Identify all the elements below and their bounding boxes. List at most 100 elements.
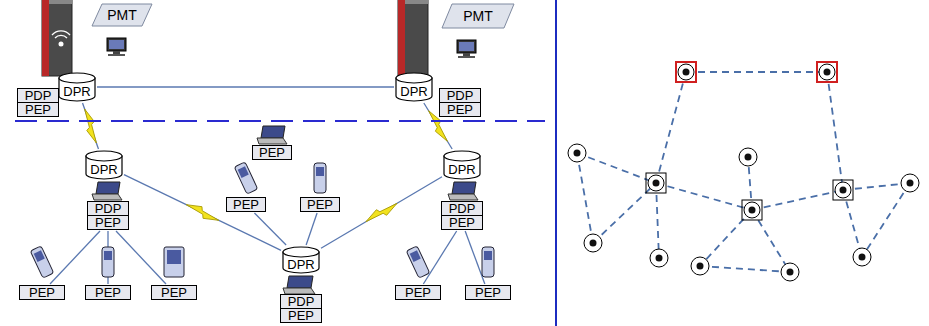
repository-cylinder: DPR xyxy=(395,72,433,102)
graph-vertices-part xyxy=(901,174,919,192)
node-label: PEP xyxy=(307,198,333,211)
server-tower-part xyxy=(405,0,428,4)
node-label: PMT xyxy=(463,9,493,23)
link-line xyxy=(423,231,456,284)
graph-edges-part xyxy=(752,210,790,272)
node-label: PMT xyxy=(107,8,137,22)
graph-edges-part xyxy=(593,183,656,243)
cylinder-top xyxy=(59,73,95,83)
policy-box: PEP xyxy=(226,197,266,212)
phone-icon-part xyxy=(102,247,114,277)
node-label: PEP xyxy=(259,146,285,159)
vertex-dots-part xyxy=(574,150,581,157)
graph-vertices-part xyxy=(835,182,851,198)
repository-cylinder: DPR xyxy=(443,150,481,180)
graph-vertices-part xyxy=(568,144,586,162)
laptop-icon-part xyxy=(261,126,285,138)
cylinder-top xyxy=(86,151,122,161)
server-tower-part xyxy=(52,31,70,38)
monitor-icon-part xyxy=(459,42,474,51)
policy-box: PEP xyxy=(395,285,441,300)
vertex-dots-part xyxy=(824,69,831,76)
node-label: PEP xyxy=(288,309,314,322)
vertex-dots-part xyxy=(590,240,597,247)
link-line xyxy=(116,231,166,284)
graph-vertices-part xyxy=(853,248,871,266)
wireless-link xyxy=(80,103,101,149)
vertex-dots xyxy=(574,69,914,276)
parallelogram-shape xyxy=(442,4,514,28)
tool-label: PMT xyxy=(441,3,515,29)
cylinder-top xyxy=(396,73,432,83)
policy-box: PEP xyxy=(17,102,59,117)
laptop-icon-part xyxy=(257,138,287,144)
link-line xyxy=(306,213,317,245)
phone-icon-part xyxy=(410,250,421,262)
phone-icon xyxy=(30,246,54,278)
policy-box: PEP xyxy=(19,285,65,300)
graph-edges-part xyxy=(656,72,686,183)
node-label: DPR xyxy=(448,163,475,176)
cylinder-top xyxy=(283,247,319,257)
phone-icon xyxy=(314,163,326,193)
laptop-icon xyxy=(257,126,287,144)
node-label: PEP xyxy=(161,286,187,299)
vertex-dots-part xyxy=(840,187,847,194)
server-tower-part xyxy=(42,0,49,76)
network-link xyxy=(97,87,394,88)
graph-vertices-part xyxy=(584,234,602,252)
vertex-dots-part xyxy=(683,69,690,76)
policy-box: PEP xyxy=(85,285,131,300)
phone-icon-part xyxy=(30,246,54,278)
vertex-dots-part xyxy=(787,269,794,276)
server-tower-part xyxy=(398,0,405,76)
phone-icon-part xyxy=(406,246,430,278)
repository-cylinder: DPR xyxy=(85,150,123,180)
repository-cylinder: DPR xyxy=(58,72,96,102)
pda-icon-part xyxy=(164,247,184,277)
node-label: PEP xyxy=(475,286,501,299)
graph-vertices-part xyxy=(819,64,835,80)
laptop-icon-part xyxy=(287,276,313,288)
phone-icon-part xyxy=(34,250,45,262)
network-link xyxy=(423,231,456,284)
node-label: PDP xyxy=(288,295,315,308)
cluster-head-marks-part xyxy=(817,62,837,82)
node-label: PDP xyxy=(25,89,52,102)
laptop-icon-part xyxy=(448,194,478,200)
cluster-head-marks-part xyxy=(646,173,666,193)
graph-vertices-part xyxy=(744,202,760,218)
graph-edges-part xyxy=(656,183,752,210)
vertex-dots-part xyxy=(697,263,704,270)
vertex-dots-part xyxy=(745,154,752,161)
policy-box: PEP xyxy=(465,285,511,300)
node-label: PEP xyxy=(25,103,51,116)
server-tower-part xyxy=(49,0,72,4)
cluster-head-marks-part xyxy=(676,62,696,82)
node-label: PDP xyxy=(449,202,476,215)
panel-divider xyxy=(555,0,557,326)
tier-separator xyxy=(15,120,545,122)
monitor-icon-part xyxy=(457,40,476,53)
monitor-icon-part xyxy=(108,54,125,56)
repository-cylinder: DPR xyxy=(282,246,320,274)
policy-box: PEP xyxy=(151,285,197,300)
policy-box: PEP xyxy=(252,145,292,160)
server-tower-part xyxy=(398,0,428,76)
monitor-icon xyxy=(457,40,476,58)
graph-vertices-part xyxy=(678,64,694,80)
server-tower-part xyxy=(59,42,64,47)
node-label: PEP xyxy=(95,216,121,229)
graph-edges-part xyxy=(686,71,827,73)
lightning-bolt xyxy=(184,200,221,225)
vertex-dots-part xyxy=(859,254,866,261)
node-label: DPR xyxy=(400,85,427,98)
cluster-head-marks-part xyxy=(742,200,762,220)
network-link xyxy=(50,231,100,284)
link-line xyxy=(321,177,442,248)
cluster-head-marks-part xyxy=(833,180,853,200)
node-label: PEP xyxy=(233,198,259,211)
graph-edges xyxy=(577,72,910,272)
graph-vertices-part xyxy=(648,175,664,191)
